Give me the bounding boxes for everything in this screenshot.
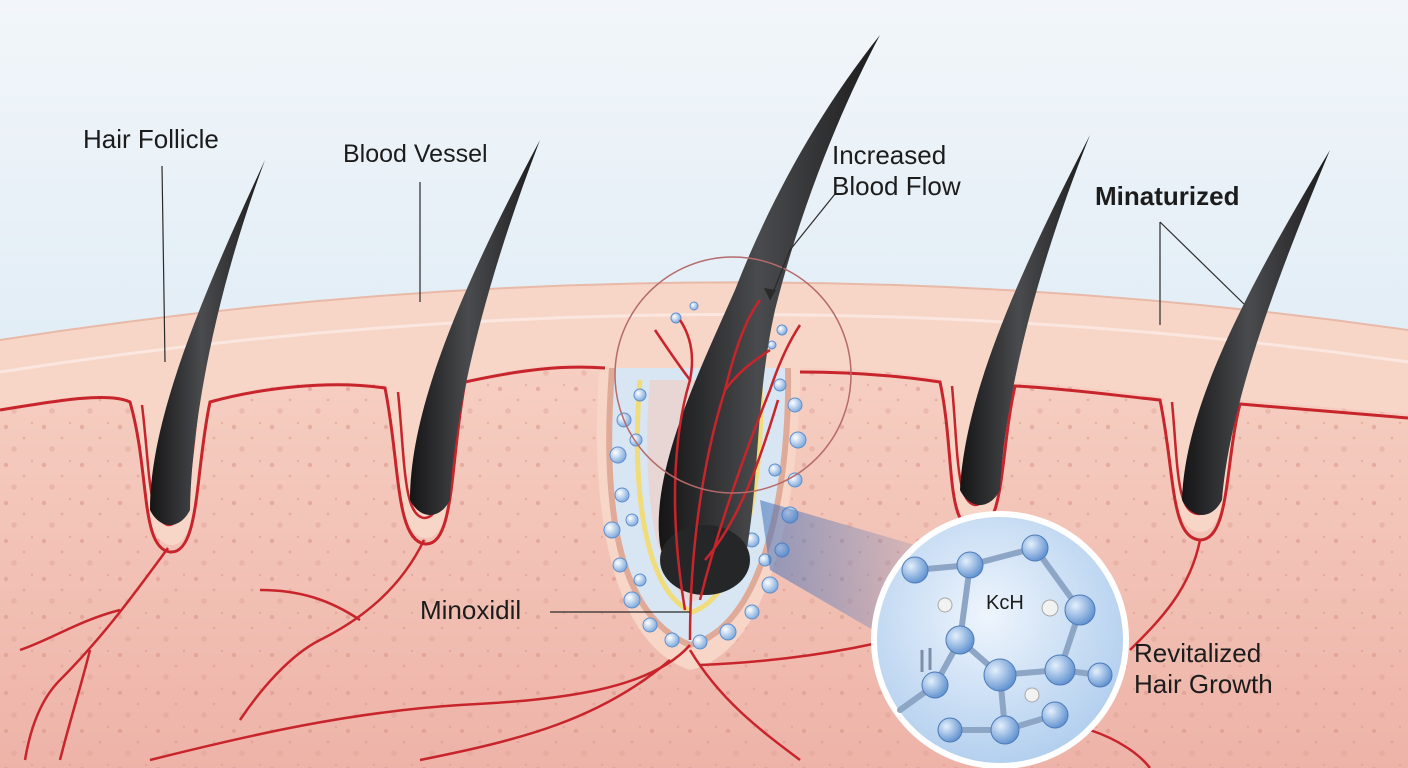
label-revitalized-line1: Revitalized <box>1134 638 1262 668</box>
yellow-layer <box>634 379 764 615</box>
label-revitalized-line2: Hair Growth <box>1134 668 1273 699</box>
blood-vessel-icon <box>19 527 1202 768</box>
label-minaturized: Minaturized <box>1095 181 1240 211</box>
blood-vessel-top <box>0 365 606 554</box>
hair-strand-icon <box>150 135 1330 525</box>
magnifier-circle-icon <box>614 256 852 494</box>
label-increased-blood-flow: Increased Blood Flow <box>832 140 961 201</box>
label-blood-vessel: Blood Vessel <box>343 140 488 168</box>
leader-lines <box>161 165 1245 613</box>
label-increased-blood-flow-line1: Increased <box>832 140 947 170</box>
label-minoxidil: Minoxidil <box>420 595 522 625</box>
central-blood-vessels <box>653 299 802 641</box>
molecule-icon <box>871 511 1129 768</box>
label-hair-follicle: Hair Follicle <box>83 124 219 154</box>
label-increased-blood-flow-line2: Blood Flow <box>832 170 961 201</box>
label-molecule-text: KcH <box>986 592 1024 614</box>
central-hair-shaft <box>658 35 880 589</box>
label-revitalized-hair-growth: Revitalized Hair Growth <box>1134 638 1273 699</box>
